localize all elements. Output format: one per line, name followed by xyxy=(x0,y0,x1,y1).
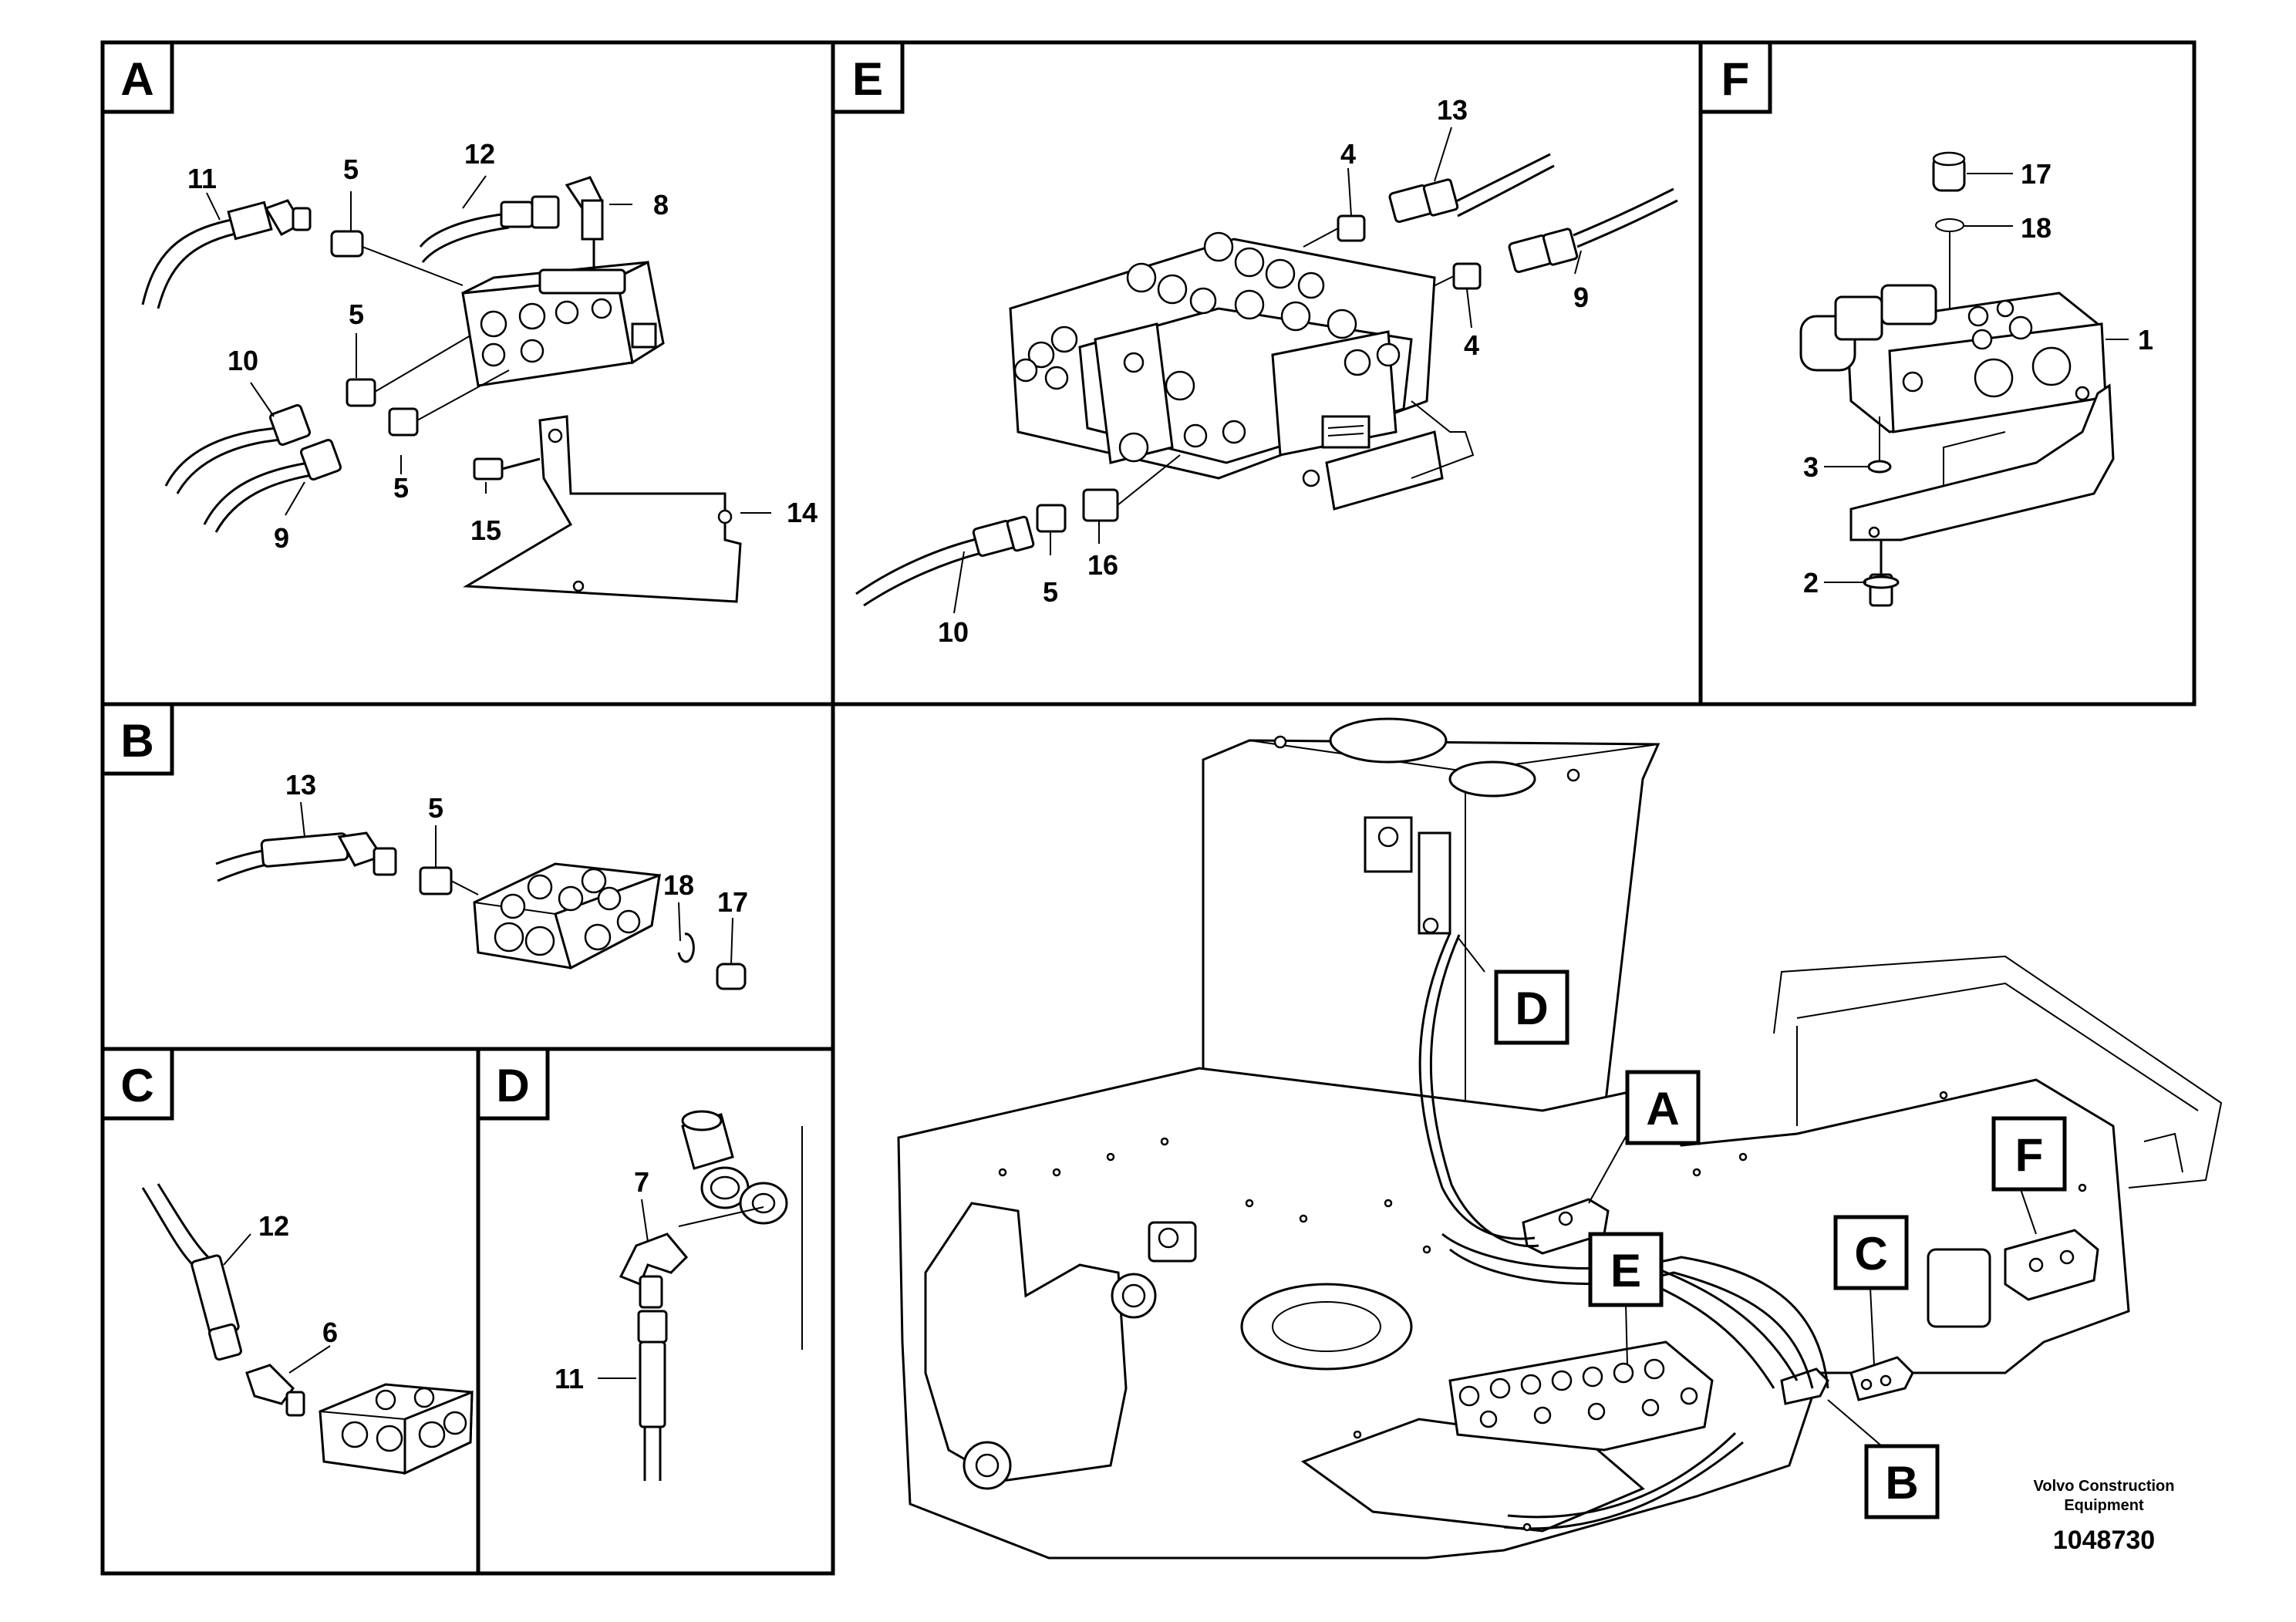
panel-f-drawing xyxy=(1799,151,2129,607)
callout-a-9: 9 xyxy=(274,522,289,554)
callout-b-17: 17 xyxy=(717,886,748,918)
panel-c-callouts: 12 6 xyxy=(258,1210,338,1348)
overview-tag-b: B xyxy=(1885,1457,1918,1509)
panel-a-callouts: 11 5 12 8 5 10 5 9 15 14 xyxy=(187,138,818,554)
panel-c-frame xyxy=(100,1047,480,1576)
callout-a-15: 15 xyxy=(470,514,501,546)
overview-tags: D A F C E B xyxy=(1457,936,2067,1519)
callout-b-18: 18 xyxy=(663,869,694,901)
callout-f-18: 18 xyxy=(2021,212,2052,244)
callout-a-11: 11 xyxy=(187,163,217,194)
callout-a-5-top: 5 xyxy=(343,153,359,185)
callout-b-13: 13 xyxy=(285,769,316,801)
panel-b-callouts: 13 5 18 17 xyxy=(285,769,748,918)
callout-a-5-low: 5 xyxy=(393,472,409,504)
callout-e-10: 10 xyxy=(938,616,969,648)
panel-d-frame xyxy=(476,1047,835,1576)
overview-tag-c: C xyxy=(1854,1228,1887,1280)
panel-b-letter: B xyxy=(120,715,153,767)
overview-tag-f: F xyxy=(2015,1129,2044,1181)
valve-nameplate xyxy=(1321,415,1371,449)
callout-f-2: 2 xyxy=(1803,567,1819,599)
panel-b-drawing xyxy=(215,801,747,990)
callout-d-11: 11 xyxy=(555,1363,584,1394)
overview-machine xyxy=(897,717,2223,1560)
overview-tag-d: D xyxy=(1515,983,1548,1034)
panel-e-letter: E xyxy=(852,53,883,105)
panel-f-callouts: 17 18 1 3 2 xyxy=(1803,158,2153,599)
callout-e-4-top: 4 xyxy=(1340,138,1356,170)
callout-c-12: 12 xyxy=(258,1210,289,1242)
callout-e-13: 13 xyxy=(1437,94,1468,126)
callout-d-7: 7 xyxy=(634,1166,649,1198)
panel-frames xyxy=(100,40,2197,1576)
callout-a-14: 14 xyxy=(787,497,818,528)
panel-c-drawing xyxy=(141,1183,474,1475)
panel-d-callouts: 7 11 xyxy=(555,1166,649,1394)
panel-d-drawing xyxy=(598,1110,803,1481)
company-name-line2: Equipment xyxy=(2064,1497,2144,1514)
callout-a-5-mid: 5 xyxy=(349,298,364,330)
callout-b-5: 5 xyxy=(428,792,443,824)
callout-f-1: 1 xyxy=(2138,324,2153,356)
callout-a-8: 8 xyxy=(653,189,669,221)
panel-f-frame xyxy=(1698,40,2197,706)
callout-e-5: 5 xyxy=(1043,576,1058,608)
panel-e-callouts: 13 4 9 4 10 5 16 xyxy=(938,94,1589,648)
panel-b-frame xyxy=(100,702,835,1051)
callout-a-12: 12 xyxy=(464,138,495,170)
callout-f-17: 17 xyxy=(2021,158,2052,190)
panel-a-drawing xyxy=(141,175,771,603)
callout-e-16: 16 xyxy=(1087,549,1118,581)
document-number: 1048730 xyxy=(2053,1526,2155,1555)
panel-e-drawing xyxy=(855,126,1678,614)
panel-f-letter: F xyxy=(1721,53,1750,105)
panel-letters: A E F B C D xyxy=(100,40,1772,1121)
callout-f-3: 3 xyxy=(1803,451,1819,483)
panel-a-letter: A xyxy=(120,53,153,105)
panel-c-letter: C xyxy=(120,1060,153,1111)
callout-c-6: 6 xyxy=(322,1317,338,1348)
panel-d-letter: D xyxy=(496,1060,529,1111)
overview-tag-a: A xyxy=(1646,1083,1679,1135)
callout-a-10: 10 xyxy=(228,345,258,376)
footer: Volvo Construction Equipment 1048730 xyxy=(2034,1478,2175,1555)
callout-e-4-low: 4 xyxy=(1464,329,1479,361)
callout-e-9: 9 xyxy=(1573,282,1589,313)
overview-tag-e: E xyxy=(1610,1245,1641,1297)
company-name-line1: Volvo Construction xyxy=(2034,1478,2175,1495)
